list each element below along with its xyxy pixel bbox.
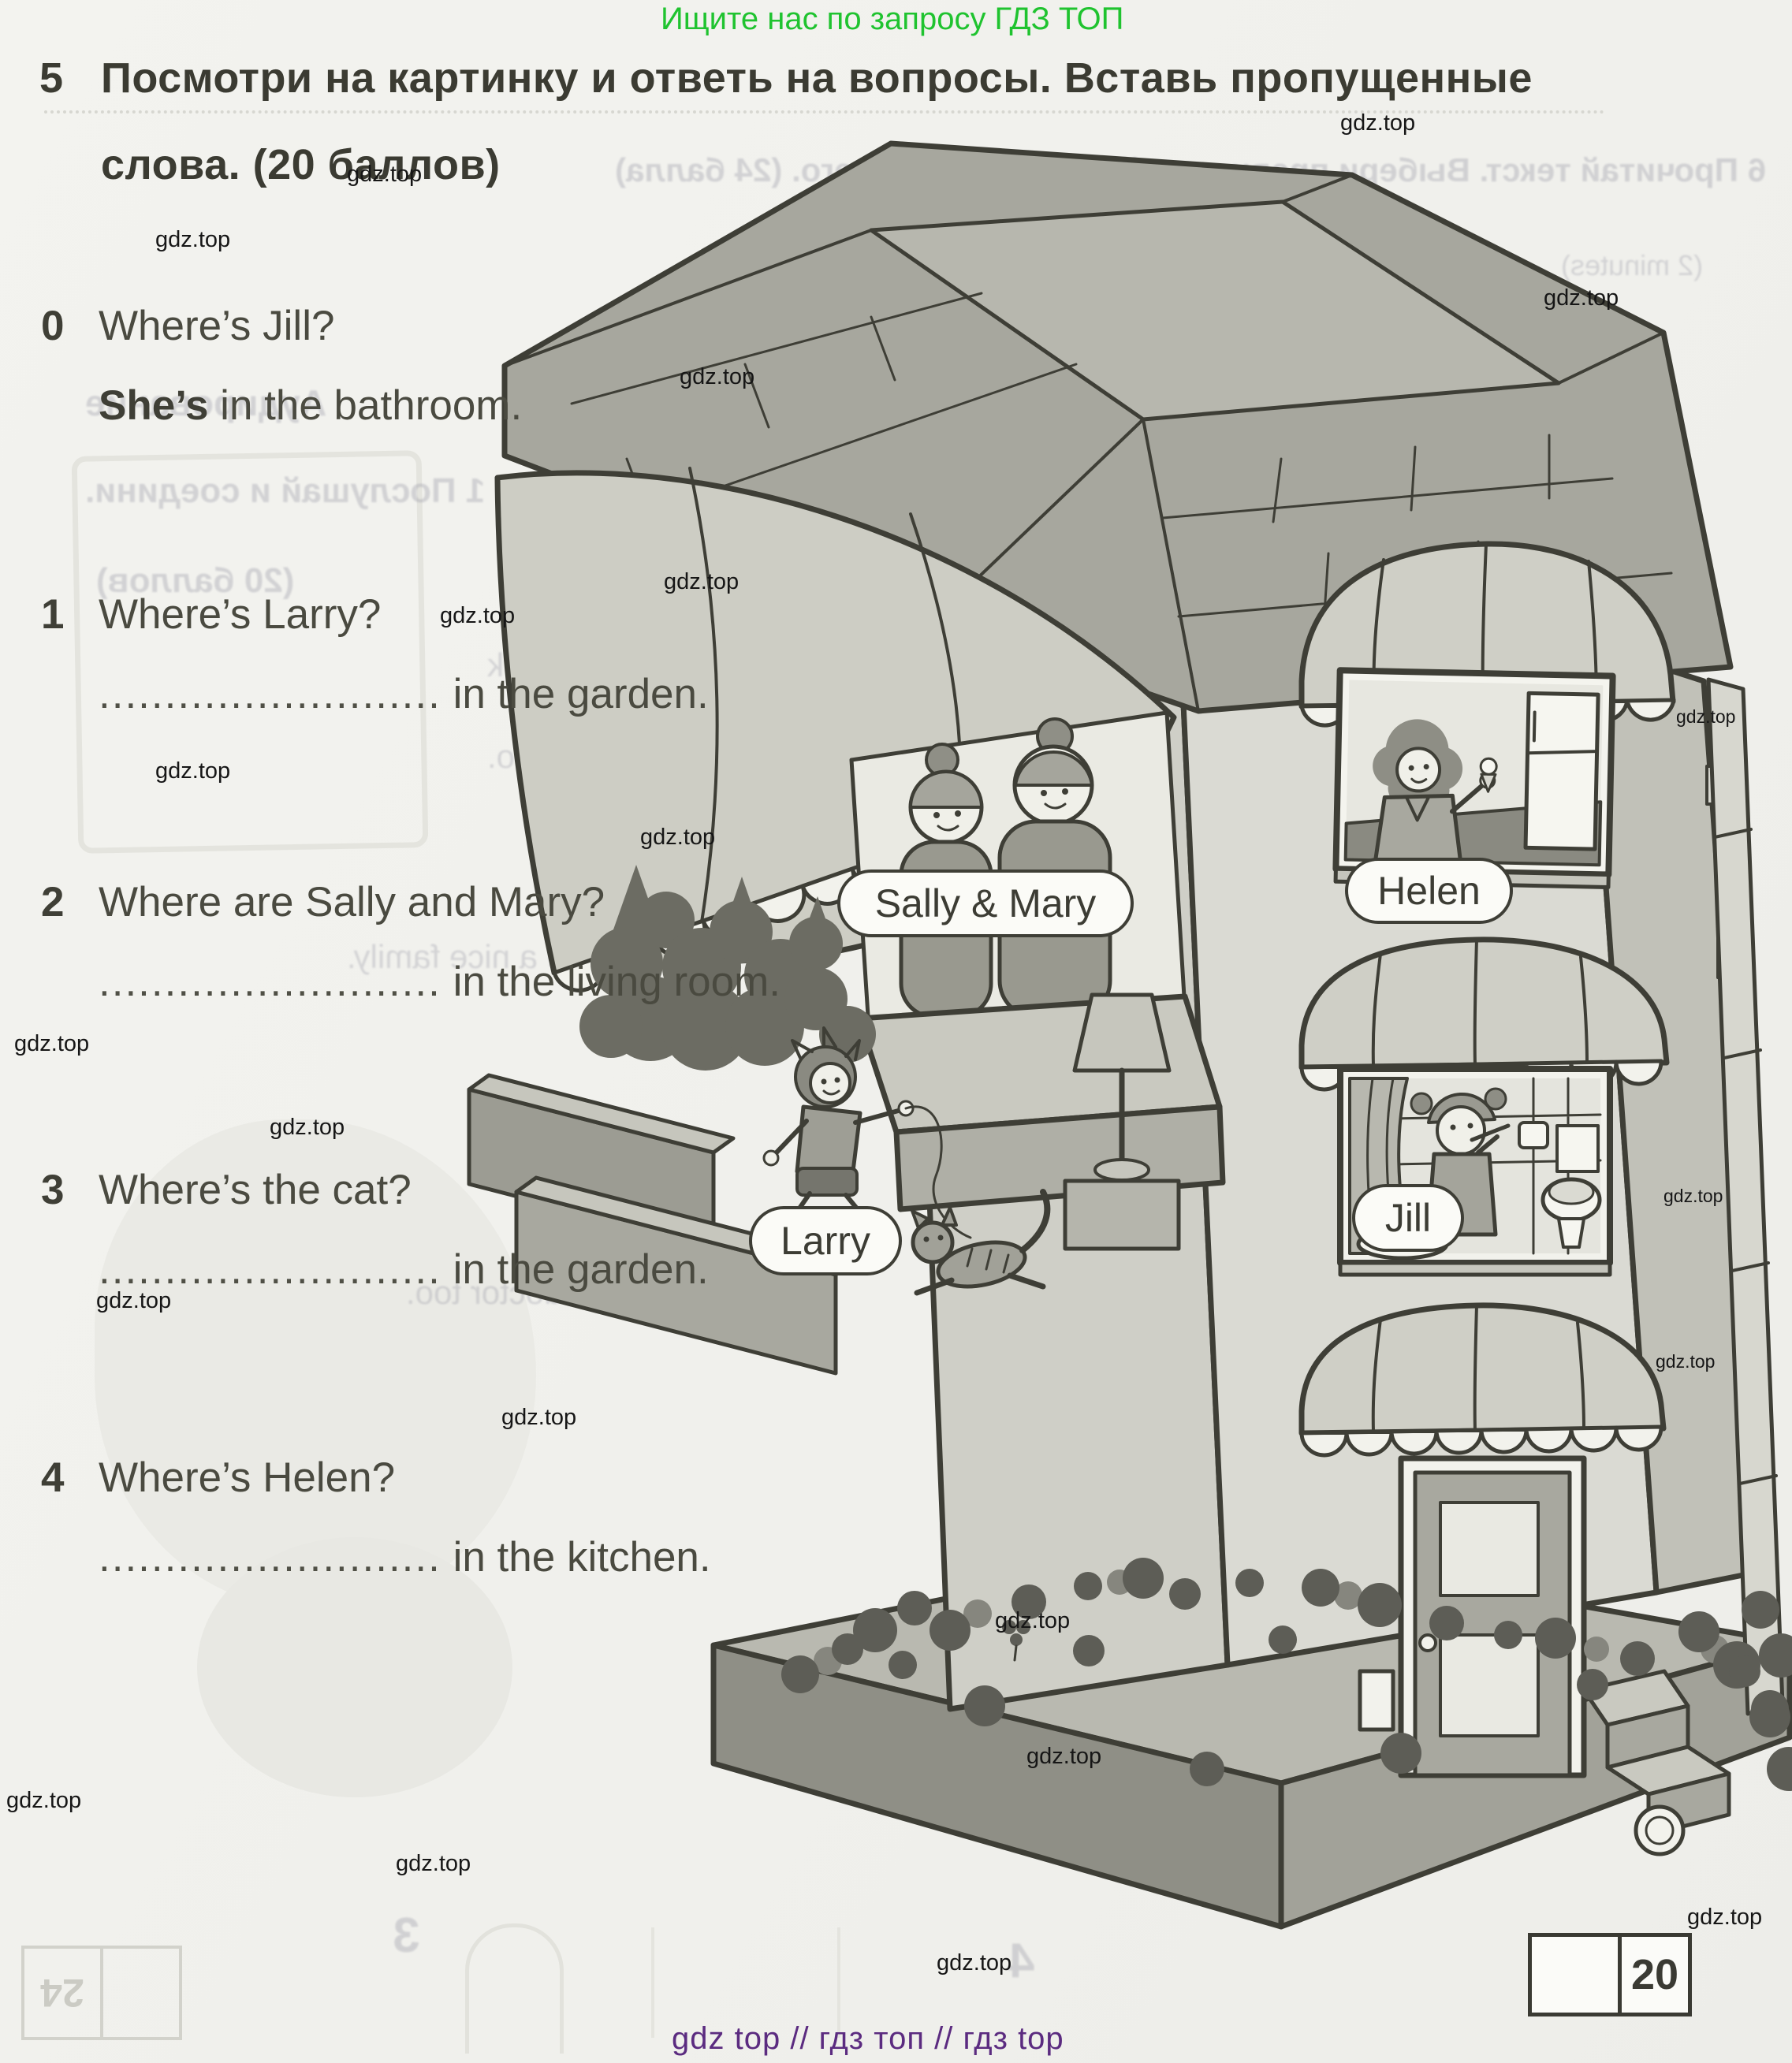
exercise-number: 5 [39, 54, 64, 102]
answer-line: .......................... in the garden… [41, 1246, 709, 1294]
score-box-points: 20 [1618, 1937, 1688, 2013]
question-number: 3 [41, 1167, 65, 1213]
porthole [1634, 1804, 1686, 1856]
question-number: 4 [41, 1454, 65, 1501]
gdz-watermark: gdz.top [664, 569, 740, 594]
score-box: 20 [1528, 1933, 1692, 2016]
label-helen: Helen [1345, 858, 1513, 924]
answer-line: .......................... in the living… [41, 958, 781, 1006]
gdz-watermark: gdz.top [155, 758, 231, 784]
answer-line: .......................... in the garden… [41, 670, 709, 718]
answer-line: .......................... in the kitche… [41, 1533, 711, 1581]
answer-text: in the garden. [441, 1246, 709, 1293]
fridge [1523, 691, 1600, 851]
score-box-blank-cell [1532, 1937, 1618, 2013]
gdz-watermark: gdz.top [501, 1405, 577, 1430]
bushes [781, 1558, 1792, 1791]
gdz-watermark: gdz.top [347, 162, 423, 187]
exercise-title-line2: слова. (20 баллов) [101, 141, 501, 188]
bathroom-window [1298, 937, 1670, 1277]
bleedthrough-figure [95, 1119, 536, 1608]
cat-figure [911, 1189, 1051, 1296]
door-awning [1298, 1302, 1667, 1458]
bleedthrough-text: 1 Послушай и соедини. [85, 471, 486, 510]
gdz-watermark: gdz.top [1026, 1744, 1102, 1769]
gdz-watermark: gdz.top [396, 1851, 471, 1876]
site-footer-note: gdz top // гдз топ // гдз top [672, 2021, 1064, 2056]
gdz-watermark: gdz.top [1544, 285, 1619, 311]
bleedthrough-figure [197, 1537, 512, 1797]
question-text: Where’s Jill? [99, 303, 335, 349]
bleedthrough-score-box: 24 [21, 1946, 182, 2040]
gdz-watermark: gdz.top [270, 1115, 345, 1140]
bleedthrough-dotted-line [44, 110, 1605, 114]
answer-line: She’s in the bathroom. [99, 382, 523, 429]
exercise-title-line1: Посмотри на картинку и ответь на вопросы… [101, 54, 1533, 102]
gdz-watermark: gdz.top [1687, 1905, 1763, 1930]
question-text: Where are Sally and Mary? [99, 879, 605, 925]
gdz-watermark: gdz.top [6, 1788, 82, 1813]
site-header-note: Ищите нас по запросу ГДЗ ТОП [661, 2, 1124, 36]
label-larry: Larry [749, 1206, 902, 1275]
question-number: 2 [41, 879, 65, 925]
bleedthrough-line [837, 1927, 840, 2038]
question-4: 4 Where’s Helen? ........................… [41, 1454, 711, 1581]
planter-boxes [467, 1073, 858, 1376]
gdz-watermark: gdz.top [995, 1608, 1071, 1633]
bleedthrough-score-points: 24 [40, 1971, 84, 2015]
question-2: 2 Where are Sally and Mary? .............… [41, 878, 781, 1006]
answer-text: in the garden. [441, 671, 709, 717]
gdz-watermark: gdz.top [1676, 706, 1736, 727]
small-window [1358, 1669, 1395, 1732]
label-jill: Jill [1352, 1184, 1464, 1252]
clover [1002, 1620, 1030, 1662]
house-illustration [467, 140, 1792, 1930]
toilet-paper [1518, 1121, 1549, 1149]
helen-figure [1373, 719, 1498, 865]
gdz-watermark: gdz.top [680, 364, 755, 389]
steps [1582, 1669, 1731, 1856]
bleedthrough-line [651, 1927, 654, 2038]
gdz-watermark: gdz.top [96, 1288, 172, 1313]
label-sally-and-mary: Sally & Mary [837, 870, 1134, 937]
toilet [1541, 1124, 1602, 1249]
question-1: 1 Where’s Larry? ........................… [41, 590, 709, 718]
answer-blank: .......................... [99, 1246, 441, 1293]
answer-text: in the kitchen. [441, 1534, 711, 1581]
kitchen-window [1298, 541, 1676, 889]
question-number: 0 [41, 303, 65, 349]
answer-text: in the living room. [441, 959, 781, 1005]
living-room [849, 710, 1226, 1251]
question-text: Where’s the cat? [99, 1167, 412, 1213]
gdz-watermark: gdz.top [640, 825, 716, 850]
answer-blank: .......................... [99, 1534, 441, 1581]
gdz-watermark: gdz.top [937, 1950, 1012, 1975]
gdz-watermark: gdz.top [440, 603, 516, 628]
bleedthrough-text: 4 [1008, 1934, 1035, 1988]
gdz-watermark: gdz.top [1340, 110, 1416, 136]
bleedthrough-text: 3 [393, 1908, 420, 1963]
gdz-watermark: gdz.top [1663, 1186, 1723, 1206]
gdz-watermark: gdz.top [14, 1031, 90, 1056]
answer-text: in the bathroom. [208, 382, 523, 429]
bleedthrough-arch [465, 1923, 564, 2054]
door-knob [1418, 1633, 1437, 1652]
question-number: 1 [41, 591, 65, 638]
question-0: 0 Where’s Jill? She’s in the bathroom. [41, 302, 522, 430]
question-text: Where’s Larry? [99, 591, 382, 638]
toothbrush [1470, 1123, 1511, 1142]
gdz-watermark: gdz.top [1656, 1351, 1716, 1372]
larry-figure [761, 1026, 972, 1251]
answer-blank: .......................... [99, 671, 441, 717]
question-text: Where’s Helen? [99, 1454, 396, 1501]
question-3: 3 Where’s the cat? ......................… [41, 1166, 709, 1294]
gdz-watermark: gdz.top [155, 227, 231, 252]
lamp [1063, 992, 1181, 1251]
answer-blank: .......................... [99, 959, 441, 1005]
